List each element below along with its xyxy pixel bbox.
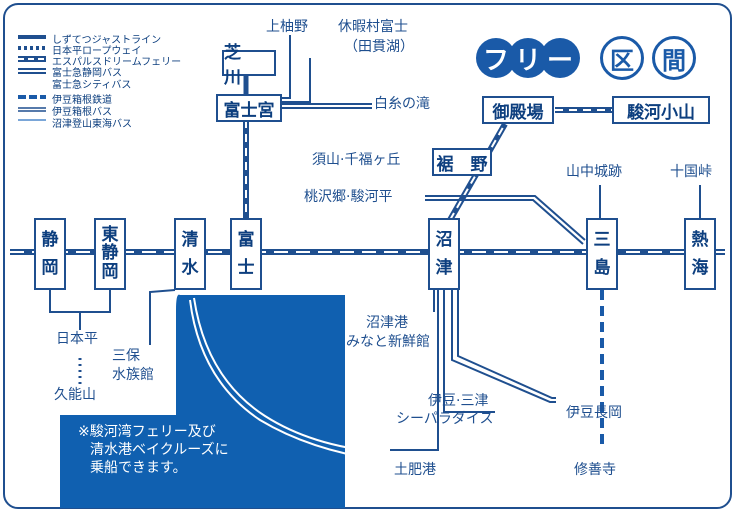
station-char: 津 [435, 257, 453, 278]
place-sudayama: 須山·千福ヶ丘 [312, 152, 401, 168]
place-nihondaira: 日本平 [56, 331, 98, 347]
station-char: 士 [237, 257, 255, 278]
legend-ropeway: 日本平ロープウェイ [52, 46, 142, 57]
station-susono[interactable]: 裾 野 [432, 148, 492, 176]
legend-ferry: エスパルスドリームフェリー [52, 57, 182, 68]
station-char: 水 [181, 257, 199, 278]
place-tanukiko: （田貫湖） [344, 39, 414, 55]
place-kunozan: 久能山 [54, 387, 96, 403]
station-atami[interactable]: 熱 海 [684, 218, 716, 290]
legend-izuhakone-bus: 伊豆箱根バス [52, 107, 112, 118]
place-kamiyuno: 上柚野 [266, 19, 308, 35]
ferry-note-line1: ※駿河湾フェリー及び [78, 424, 216, 440]
place-izumitsu-line1: 伊豆·三津 [428, 393, 489, 409]
place-shuzenji: 修善寺 [574, 462, 616, 478]
station-gotemba[interactable]: 御殿場 [482, 96, 554, 124]
place-numazuko-line1: 沼津港 [366, 315, 408, 331]
place-kyukamura: 休暇村富士 [338, 19, 408, 35]
place-miho-line1: 三保 [112, 348, 140, 364]
place-momozawa: 桃沢郷·駿河平 [304, 189, 393, 205]
legend-izuhakone-rail: 伊豆箱根鉄道 [52, 95, 112, 106]
ferry-route-white [189, 299, 381, 461]
station-char: 東 [101, 224, 119, 245]
place-izunagaoka: 伊豆長岡 [566, 405, 622, 421]
station-char: 岡 [101, 262, 119, 283]
station-shizuoka[interactable]: 静 岡 [34, 218, 66, 290]
station-char: 海 [691, 257, 709, 278]
station-char: 熱 [691, 229, 709, 250]
station-fujinomiya[interactable]: 富士宮 [216, 94, 282, 122]
station-char: 島 [593, 257, 611, 278]
suruga-bay [60, 294, 345, 508]
title-char-ku: 区 [600, 36, 644, 80]
place-miho-line2: 水族館 [112, 367, 154, 383]
station-char: 岡 [41, 257, 59, 278]
station-char: 沼 [435, 229, 453, 250]
station-numazu[interactable]: 沼 津 [428, 218, 460, 290]
station-char: 静 [101, 243, 119, 264]
station-char: 富 [237, 229, 255, 250]
station-fuji[interactable]: 富 士 [230, 218, 262, 290]
ferry-note-line2: 清水港ベイクルーズに [90, 442, 229, 458]
legend-fujikyu-city: 富士急シティバス [52, 80, 132, 91]
legend-tozan-bus: 沼津登山東海バス [52, 119, 132, 130]
station-mishima[interactable]: 三 島 [586, 218, 618, 290]
legend-fujikyu-shizuoka: 富士急静岡バス [52, 68, 122, 79]
place-izumitsu-line2: シーパラダイス [396, 411, 494, 427]
legend-justline: しずてつジャストライン [52, 35, 162, 46]
station-suruga-oyama[interactable]: 駿河小山 [612, 96, 710, 124]
ferry-note-line3: 乗船できます。 [90, 460, 187, 476]
station-shibakawa[interactable]: 芝 川 [222, 43, 276, 88]
place-shiraito: 白糸の滝 [374, 96, 430, 112]
station-higashi-shizuoka[interactable]: 東 静 岡 [94, 218, 126, 290]
station-char: 清 [181, 229, 199, 250]
title-char-bar: ー [540, 38, 580, 78]
place-jikkoku: 十国峠 [670, 164, 712, 180]
station-char: 三 [593, 229, 611, 250]
title-char-kan: 間 [652, 36, 696, 80]
place-numazuko-line2: みなと新鮮館 [346, 334, 430, 350]
station-char: 静 [41, 229, 59, 250]
place-yamanaka: 山中城跡 [566, 164, 622, 180]
map-frame [3, 3, 732, 509]
station-shimizu[interactable]: 清 水 [174, 218, 206, 290]
place-toiko: 土肥港 [394, 462, 436, 478]
